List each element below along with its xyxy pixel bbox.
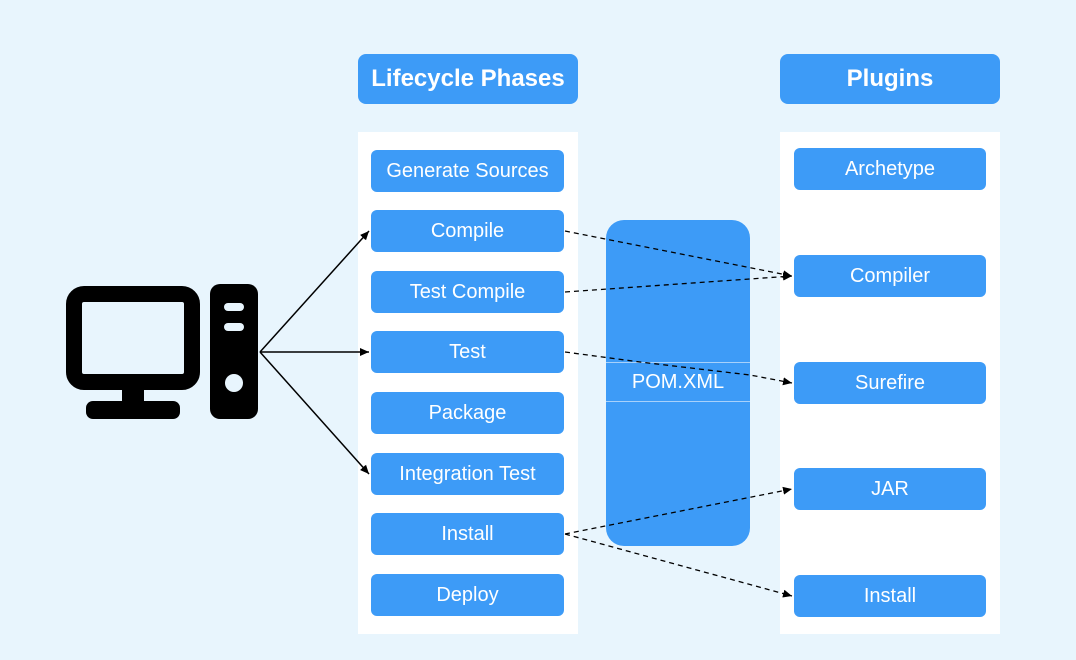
plugin-install: Install	[794, 575, 986, 617]
phase-package: Package	[371, 392, 564, 434]
desktop-computer-icon	[66, 284, 258, 419]
plugin-jar: JAR	[794, 468, 986, 510]
plugin-compiler: Compiler	[794, 255, 986, 297]
phase-install: Install	[371, 513, 564, 555]
link-test-compile-to-compiler	[564, 272, 793, 293]
lifecycle-phases-header: Lifecycle Phases	[358, 54, 578, 104]
link-install-to-install-plugin	[564, 533, 793, 598]
phase-integration-test: Integration Test	[371, 453, 564, 495]
phase-test-compile: Test Compile	[371, 271, 564, 313]
pom-xml-block: POM.XML	[606, 220, 750, 546]
link-test-to-surefire	[564, 351, 793, 386]
phase-deploy: Deploy	[371, 574, 564, 616]
arrow-to-integration-test	[259, 351, 370, 475]
pom-xml-label: POM.XML	[606, 362, 750, 402]
plugin-archetype: Archetype	[794, 148, 986, 190]
plugin-surefire: Surefire	[794, 362, 986, 404]
link-install-to-jar	[564, 486, 793, 535]
link-compile-to-compiler	[564, 230, 793, 279]
phase-compile: Compile	[371, 210, 564, 252]
phase-generate-sources: Generate Sources	[371, 150, 564, 192]
phase-test: Test	[371, 331, 564, 373]
arrow-to-compile	[259, 230, 370, 353]
plugins-header: Plugins	[780, 54, 1000, 104]
